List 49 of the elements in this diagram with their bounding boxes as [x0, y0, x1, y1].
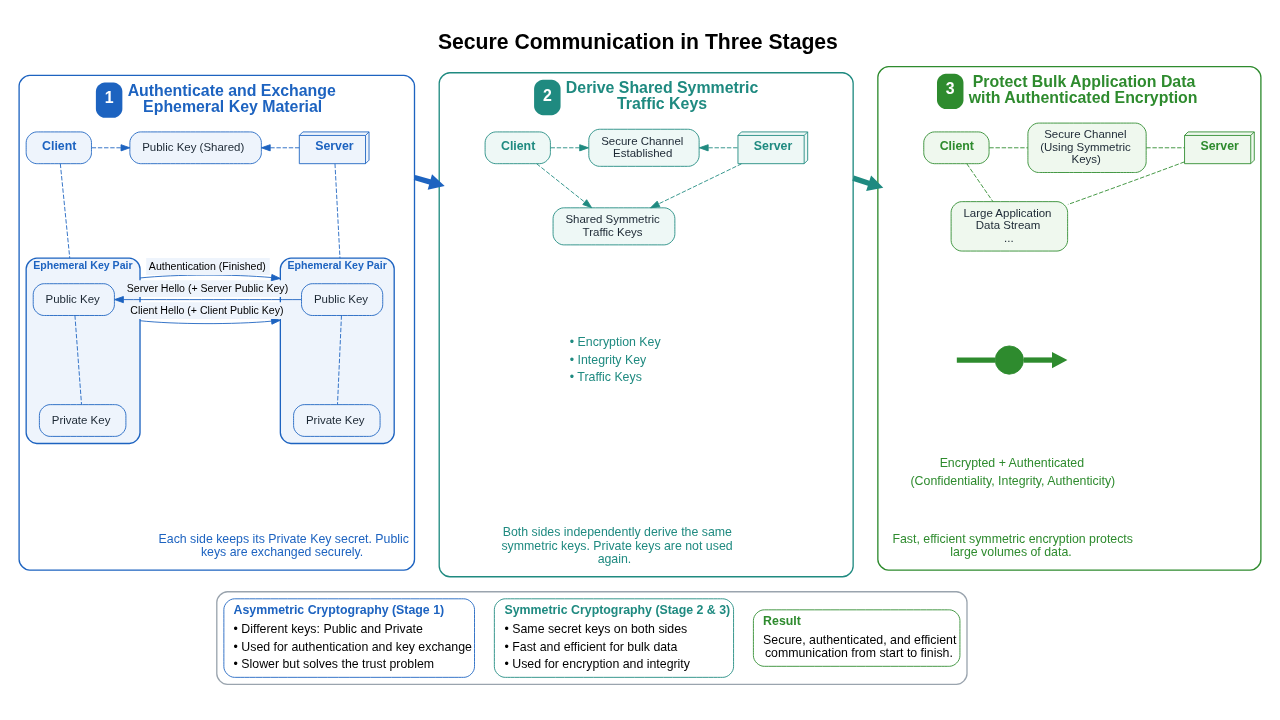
- label: Fast, efficient symmetric encryption protects large volumes of data.: [892, 531, 1133, 559]
- connector: [956, 356, 995, 363]
- arrow: [139, 273, 281, 281]
- node-label: Encrypted + Authenticated: [939, 455, 1085, 470]
- label: Each side keeps its Private Key secret. Public keys are exchanged securely.: [158, 531, 409, 559]
- node-label: (Confidentiality, Integrity, Authenticity): [910, 473, 1116, 488]
- node-label: • Encryption Key: [569, 334, 661, 349]
- connector: [1067, 160, 1185, 205]
- connector: [337, 314, 342, 405]
- cluster: [216, 590, 968, 685]
- node-box: Large Application Data Stream ...: [950, 200, 1069, 251]
- node-label: • Integrity Key: [569, 352, 647, 367]
- label: Both sides independently derive the same symmetric keys. Private keys are not used again.: [501, 524, 733, 566]
- connector: [74, 314, 82, 405]
- arrow: [91, 143, 131, 151]
- arrow: [550, 143, 589, 151]
- node-box: Result Secure, authenticated, and efficient communication from start to finish.: [752, 608, 961, 667]
- node-box: Public Key: [32, 282, 115, 316]
- node-circle: [994, 345, 1024, 375]
- diagram-title: Secure Communication in Three Stages: [437, 29, 838, 53]
- edge-label: Authentication (Finished): [148, 259, 266, 272]
- arrow: [260, 143, 300, 151]
- node-box: Shared Symmetric Traffic Keys: [552, 206, 676, 245]
- connector: [334, 162, 341, 259]
- arrow: [852, 174, 884, 191]
- arrow: [1023, 351, 1068, 368]
- arrow: [650, 162, 742, 208]
- arrow: [413, 173, 445, 190]
- node-box: Private Key: [38, 403, 127, 437]
- connector: [59, 162, 71, 259]
- node-box: Secure Channel (Using Symmetric Keys): [1027, 122, 1147, 173]
- node-box: Client: [923, 130, 990, 164]
- node-box: Public Key: [301, 282, 384, 316]
- edge-label: Server Hello (+ Server Public Key): [126, 281, 289, 294]
- arrow: [536, 162, 593, 208]
- arrow: [698, 143, 739, 151]
- arrow: [139, 317, 281, 325]
- arrow: [114, 295, 302, 303]
- connector: [988, 146, 1029, 148]
- node-box: Client: [484, 130, 551, 164]
- node-box: Asymmetric Cryptography (Stage 1) • Different keys: Public and Private • Used for authentication and key exchange • Slower but solves the trust problem: [223, 597, 475, 678]
- connector: [966, 162, 994, 202]
- connector: [1145, 146, 1185, 148]
- node-box: Client: [25, 130, 92, 164]
- node-box: Secure Channel Established: [588, 128, 700, 167]
- node-box: Private Key: [293, 403, 381, 437]
- node-box: Public Key (Shared): [129, 130, 262, 164]
- node-box: Symmetric Cryptography (Stage 2 & 3) • Same secret keys on both sides • Fast and efficient for bulk data • Used for encryption and integrity: [493, 597, 734, 678]
- node-label: • Traffic Keys: [569, 369, 642, 384]
